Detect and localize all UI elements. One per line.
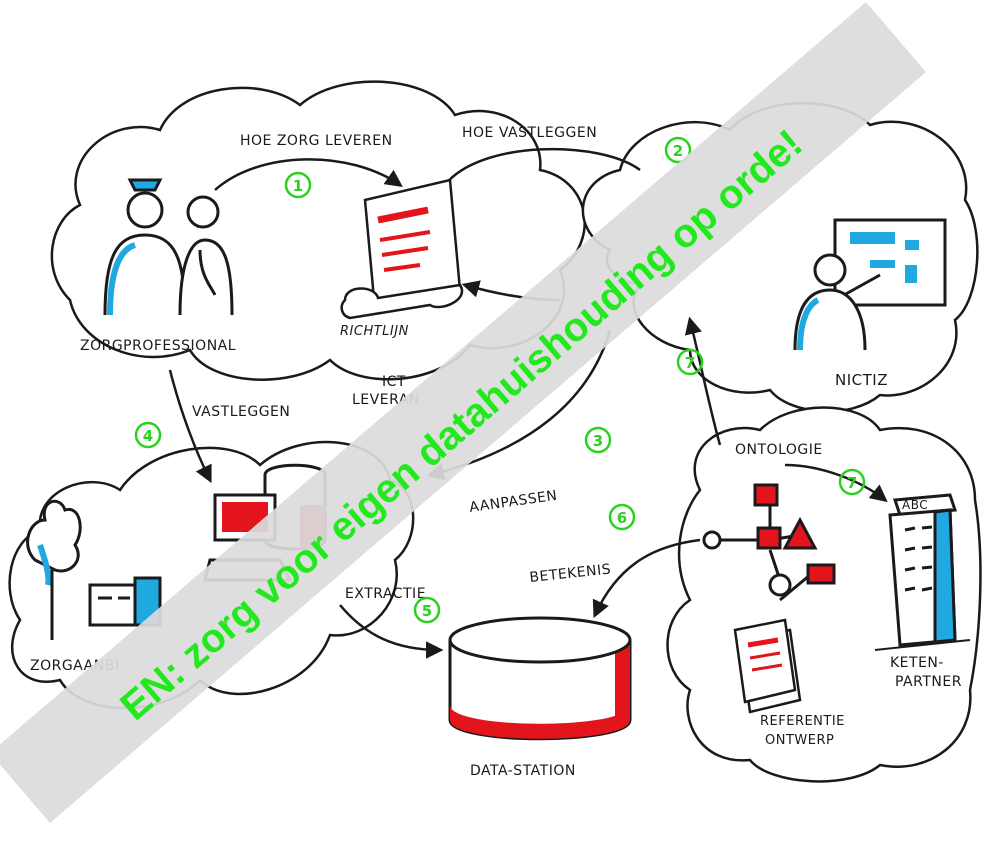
step-4-marker: 4 [134,421,162,449]
step-7a-number: 7 [685,354,695,372]
label-hoe-vastleggen: HOE VASTLEGGEN [462,125,597,141]
arrow-hoe-zorg-leveren [214,158,403,191]
step-7a-marker: 7 [676,348,704,376]
label-data-station: DATA-STATION [470,763,576,779]
label-abc: ABC [902,498,928,512]
arrow-vastleggen [168,369,212,484]
step-7b-number: 7 [847,474,857,492]
zorgprofessional-icon [103,178,234,316]
richtlijn-scroll-icon [340,178,464,320]
label-hoe-zorg-leveren: HOE ZORG LEVEREN [240,133,393,149]
step-6-marker: 6 [608,503,636,531]
step-7b-marker: 7 [838,468,866,496]
label-richtlijn: RICHTLIJN [340,324,409,339]
label-ontologie: ONTOLOGIE [735,442,823,458]
arrow-ontologie-to-ketenpartner [784,463,888,503]
arrow-extractie [339,604,444,659]
step-6-number: 6 [617,509,627,527]
step-1-marker: 1 [284,171,312,199]
label-keten: KETEN- [890,655,944,671]
step-2-marker: 2 [664,136,692,164]
label-zorgprofessional: ZORGPROFESSIONAL [80,338,236,354]
label-aanpassen: AANPASSEN [468,488,558,516]
step-4-number: 4 [143,427,153,445]
referentie-ontwerp-icon [733,618,802,714]
label-nictiz: NICTIZ [835,371,888,389]
label-extractie: EXTRACTIE [345,586,426,602]
nictiz-presenter-icon [793,218,947,351]
arrow-ontologie-to-nictiz [684,316,722,446]
arrow-betekenis [592,538,701,619]
step-3-number: 3 [593,432,603,450]
label-ict: ICT [382,374,406,390]
label-betekenis: BETEKENIS [529,562,612,586]
step-5-marker: 5 [413,596,441,624]
step-5-number: 5 [422,602,432,620]
step-3-marker: 3 [584,426,612,454]
label-partner: PARTNER [895,674,962,690]
label-vastleggen: VASTLEGGEN [192,404,290,420]
step-1-number: 1 [293,177,303,195]
ontologie-graph-icon [702,483,836,602]
data-station-icon [448,616,632,741]
step-2-number: 2 [673,142,683,160]
label-referentie: REFERENTIE [760,714,845,729]
ketenpartner-building-icon [874,493,971,651]
arrow-hoe-vastleggen [444,147,641,186]
label-ontwerp: ONTWERP [765,733,834,748]
